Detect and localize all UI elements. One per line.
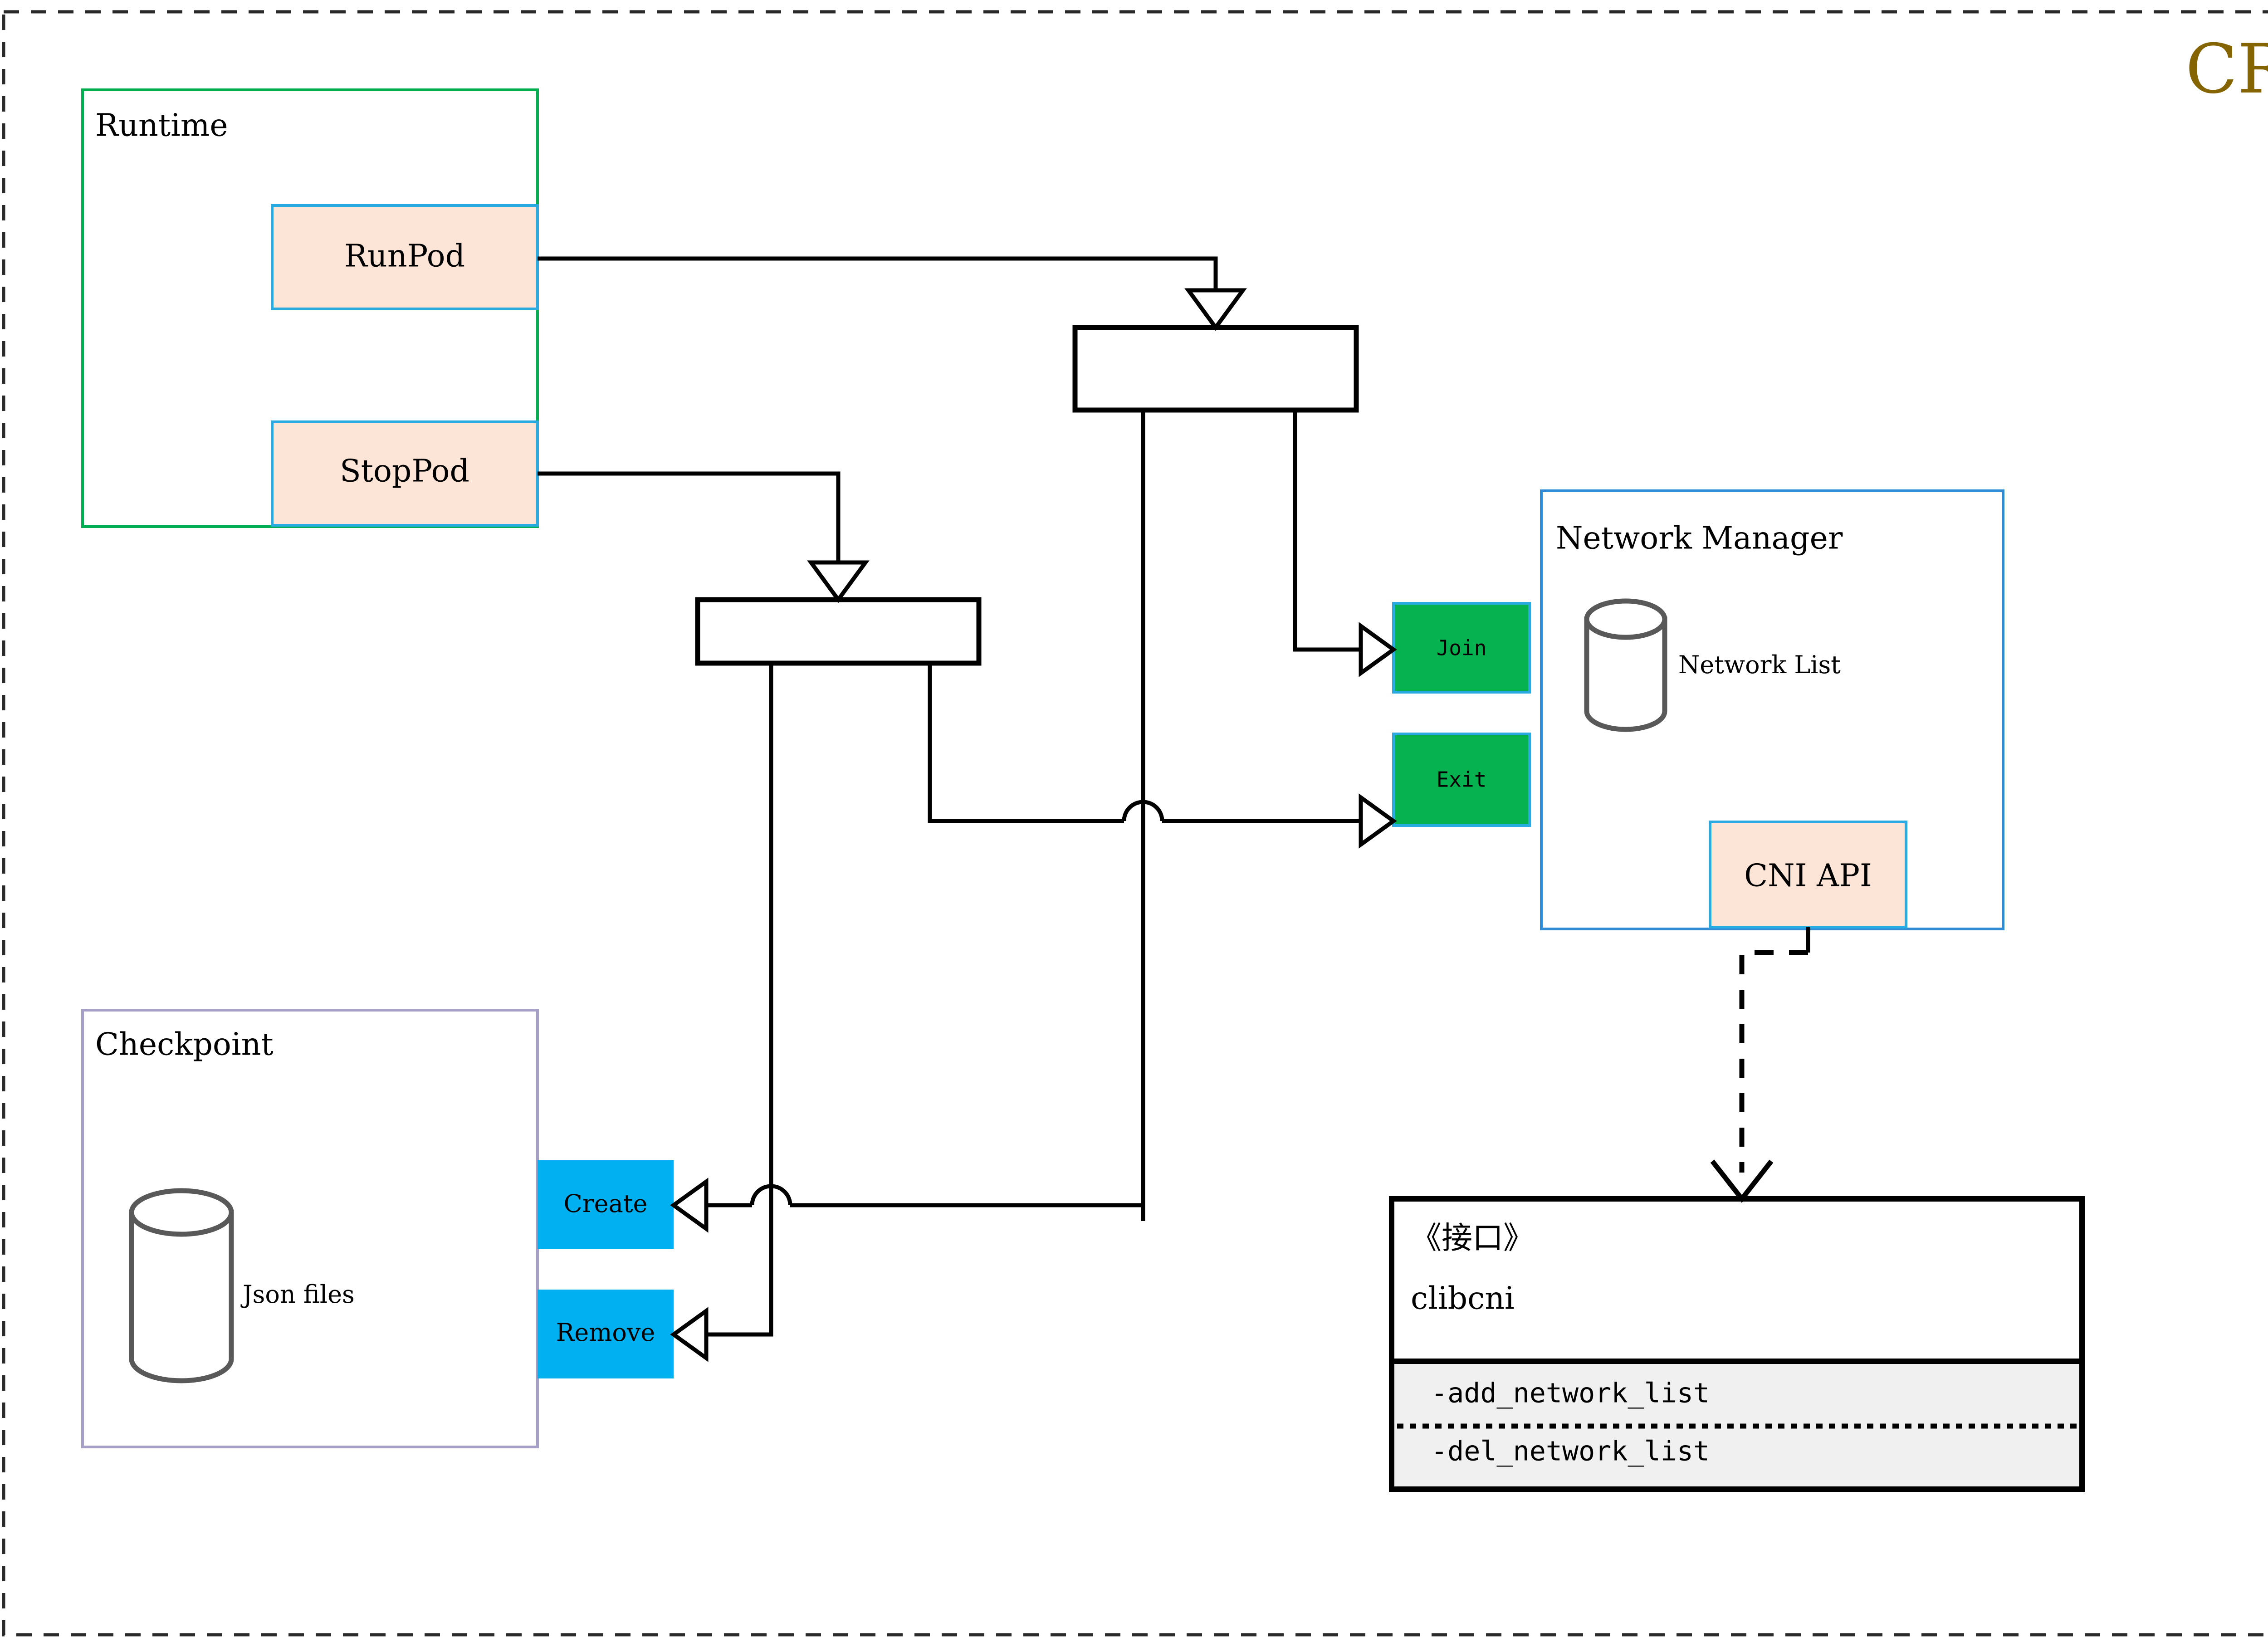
edge-fork-lower-left-to-remove [706, 663, 773, 1337]
remove-label: Remove [556, 1318, 655, 1347]
arrowhead-create-in [670, 1178, 709, 1233]
exit-box[interactable] [1392, 733, 1531, 827]
outer-frame [2, 10, 2268, 1637]
remove-box[interactable] [538, 1290, 674, 1378]
edge-fork-upper-to-join [1293, 410, 1361, 652]
create-box[interactable] [538, 1160, 674, 1249]
arrowhead-exit-in [1359, 793, 1397, 849]
json-files-label: Json files [240, 1280, 355, 1309]
cni-api-label: CNI API [1744, 858, 1872, 894]
json-files-database-icon [129, 1188, 234, 1383]
stoppod-box[interactable] [271, 420, 539, 527]
fork-bar-upper [1072, 325, 1359, 413]
network-list-label: Network List [1678, 650, 1841, 679]
group-runtime-label: Runtime [95, 108, 228, 144]
group-network-manager [1540, 489, 2004, 930]
arrowhead-fork-upper-in [1184, 288, 1247, 331]
cni-api-box[interactable] [1709, 821, 1907, 929]
runpod-label: RunPod [344, 239, 465, 274]
arrowhead-join-in [1359, 622, 1397, 677]
join-box[interactable] [1392, 602, 1531, 694]
connectors [538, 256, 1810, 1362]
network-list-database-icon [1584, 598, 1667, 732]
clibcni-operation-add: -add_network_list [1431, 1378, 1710, 1409]
clibcni-operations-section [1389, 1359, 2085, 1492]
clibcni-stereotype: 《接口》 [1411, 1221, 1534, 1256]
exit-label: Exit [1437, 767, 1487, 792]
create-label: Create [564, 1189, 648, 1218]
edge-cni-api-to-clibcni [1739, 950, 1808, 1173]
edge-runpod-to-fork-upper [538, 256, 1218, 290]
clibcni-name: clibcni [1411, 1281, 1515, 1317]
edge-trunk-to-create-a [790, 1203, 1145, 1221]
line-hop-exit-connector [1122, 800, 1164, 821]
group-checkpoint-label: Checkpoint [95, 1027, 274, 1063]
arrowhead-fork-lower-in [807, 560, 870, 603]
group-network-manager-label: Network Manager [1556, 521, 1843, 557]
edge-fork-lower-right-to-exit-a [928, 663, 1124, 823]
join-label: Join [1437, 636, 1487, 660]
arrowhead-remove-in [670, 1307, 709, 1362]
edge-stoppod-to-fork-lower [538, 471, 841, 562]
clibcni-operation-del: -del_network_list [1431, 1436, 1710, 1467]
fork-bar-lower [695, 597, 982, 666]
page-title: CRI [2185, 30, 2268, 109]
arrowhead-clibcni-realization [1710, 1159, 1774, 1203]
stoppod-label: StopPod [340, 454, 469, 489]
line-hop-create-connector [750, 1184, 792, 1206]
